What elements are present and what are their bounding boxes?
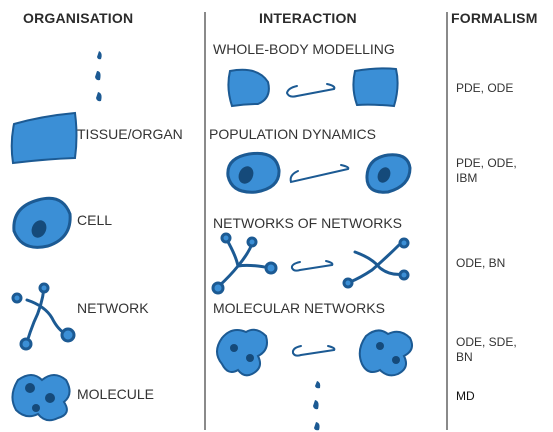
label-molecular-networks: MOLECULAR NETWORKS bbox=[213, 300, 385, 316]
label-whole-body-modelling: WHOLE-BODY MODELLING bbox=[213, 41, 395, 57]
cell-left-icon bbox=[226, 151, 281, 194]
organ-left-icon bbox=[227, 68, 270, 108]
network-left-icon bbox=[211, 232, 278, 295]
exchange-arrow-icon bbox=[290, 260, 334, 272]
formalism-molecular-line1: ODE, SDE, bbox=[456, 335, 517, 349]
molecule-icon bbox=[11, 374, 71, 422]
formalism-molecular-line2: BN bbox=[456, 350, 473, 364]
header-formalism: FORMALISM bbox=[451, 10, 538, 26]
network-icon bbox=[11, 282, 76, 351]
organ-right-icon bbox=[352, 67, 399, 108]
exchange-arrow-icon bbox=[289, 164, 350, 184]
header-interaction: INTERACTION bbox=[259, 10, 357, 26]
molecule-left-icon bbox=[216, 328, 268, 377]
formalism-networks: ODE, BN bbox=[456, 256, 506, 270]
label-networks-of-networks: NETWORKS OF NETWORKS bbox=[213, 215, 402, 231]
exchange-arrow-icon bbox=[291, 345, 336, 357]
tissue-icon bbox=[10, 111, 78, 165]
label-population-dynamics: POPULATION DYNAMICS bbox=[209, 126, 376, 142]
formalism-md: MD bbox=[456, 389, 475, 403]
molecule-right-icon bbox=[358, 329, 413, 377]
header-organisation: ORGANISATION bbox=[23, 10, 134, 26]
formalism-population-line1: PDE, ODE, bbox=[456, 156, 517, 170]
ellipsis-dots-top bbox=[95, 51, 102, 102]
label-molecule: MOLECULE bbox=[77, 386, 155, 402]
cell-right-icon bbox=[365, 153, 412, 194]
exchange-arrow-icon bbox=[285, 83, 336, 98]
label-tissue-organ: TISSUE/ORGAN bbox=[77, 126, 183, 142]
label-cell: CELL bbox=[77, 212, 113, 228]
formalism-population-line2: IBM bbox=[456, 171, 478, 185]
label-network: NETWORK bbox=[77, 300, 149, 316]
cell-icon bbox=[12, 196, 72, 249]
network-right-icon bbox=[342, 237, 410, 289]
ellipsis-dots-bottom bbox=[313, 381, 321, 431]
formalism-whole-body: PDE, ODE bbox=[456, 81, 514, 95]
